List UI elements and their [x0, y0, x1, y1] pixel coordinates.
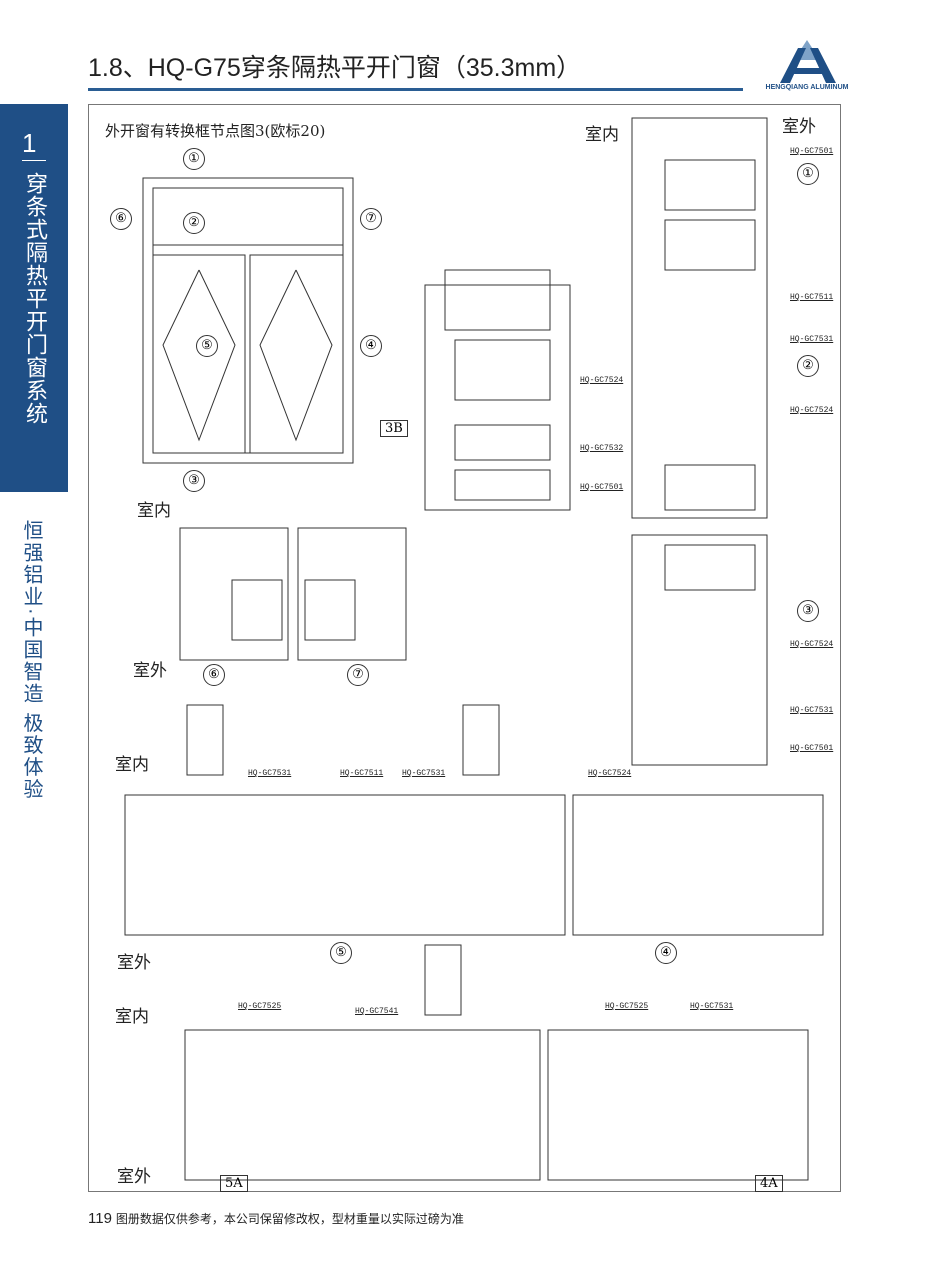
outdoor-label: 室外 — [117, 953, 151, 973]
profile-code: HQ-GC7531 — [402, 769, 446, 778]
marker-5: ⑤ — [196, 335, 218, 357]
tag-5a: 5A — [220, 1175, 248, 1192]
profile-code: HQ-GC7524 — [588, 769, 632, 778]
marker-7: ⑦ — [360, 208, 382, 230]
drawing-caption: 外开窗有转换框节点图3(欧标20) — [105, 122, 326, 140]
company-logo — [780, 40, 836, 83]
marker-6: ⑥ — [203, 664, 225, 686]
profile-code: HQ-GC7531 — [790, 335, 834, 344]
indoor-label: 室内 — [137, 501, 171, 521]
profile-code: HQ-GC7524 — [790, 640, 834, 649]
marker-3: ③ — [183, 470, 205, 492]
profile-code: HQ-GC7501 — [580, 483, 624, 492]
profile-code: HQ-GC7525 — [605, 1002, 649, 1011]
marker-7: ⑦ — [347, 664, 369, 686]
tag-4a: 4A — [755, 1175, 783, 1192]
tag-3b: 3B — [380, 420, 408, 437]
marker-1: ① — [797, 163, 819, 185]
profile-code: HQ-GC7511 — [340, 769, 384, 778]
profile-code: HQ-GC7532 — [580, 444, 624, 453]
marker-4: ④ — [360, 335, 382, 357]
outdoor-label: 室外 — [117, 1167, 151, 1187]
profile-code: HQ-GC7531 — [248, 769, 292, 778]
page-number: 119 — [88, 1210, 112, 1227]
divider — [22, 160, 46, 161]
marker-6: ⑥ — [110, 208, 132, 230]
profile-code: HQ-GC7524 — [580, 376, 624, 385]
profile-code: HQ-GC7501 — [790, 744, 834, 753]
marker-2: ② — [183, 212, 205, 234]
title-rule — [88, 88, 743, 91]
marker-3: ③ — [797, 600, 819, 622]
outdoor-label: 室外 — [133, 661, 167, 681]
outdoor-label: 室外 — [782, 117, 816, 137]
marker-5: ⑤ — [330, 942, 352, 964]
slogan: 恒强铝业·中国智造 极致体验 — [20, 520, 42, 801]
marker-4: ④ — [655, 942, 677, 964]
indoor-label: 室内 — [115, 1007, 149, 1027]
profile-code: HQ-GC7524 — [790, 406, 834, 415]
profile-code: HQ-GC7525 — [238, 1002, 282, 1011]
marker-2: ② — [797, 355, 819, 377]
profile-code: HQ-GC7531 — [790, 706, 834, 715]
indoor-label: 室内 — [585, 125, 619, 145]
section-title: 穿条式隔热平开门窗系统 — [23, 172, 48, 425]
profile-code: HQ-GC7501 — [790, 147, 834, 156]
profile-code: HQ-GC7511 — [790, 293, 834, 302]
page-title: 1.8、HQ-G75穿条隔热平开门窗（35.3mm） — [88, 54, 582, 82]
indoor-label: 室内 — [115, 755, 149, 775]
section-band — [0, 104, 68, 492]
marker-1: ① — [183, 148, 205, 170]
footer-note: 图册数据仅供参考，本公司保留修改权，型材重量以实际过磅为准 — [115, 1212, 464, 1226]
drawing-frame — [88, 104, 841, 1192]
profile-code: HQ-GC7541 — [355, 1007, 399, 1016]
logo-text: HENGQIANG ALUMINUM — [765, 84, 849, 91]
section-number: 1 — [22, 128, 37, 158]
profile-code: HQ-GC7531 — [690, 1002, 734, 1011]
